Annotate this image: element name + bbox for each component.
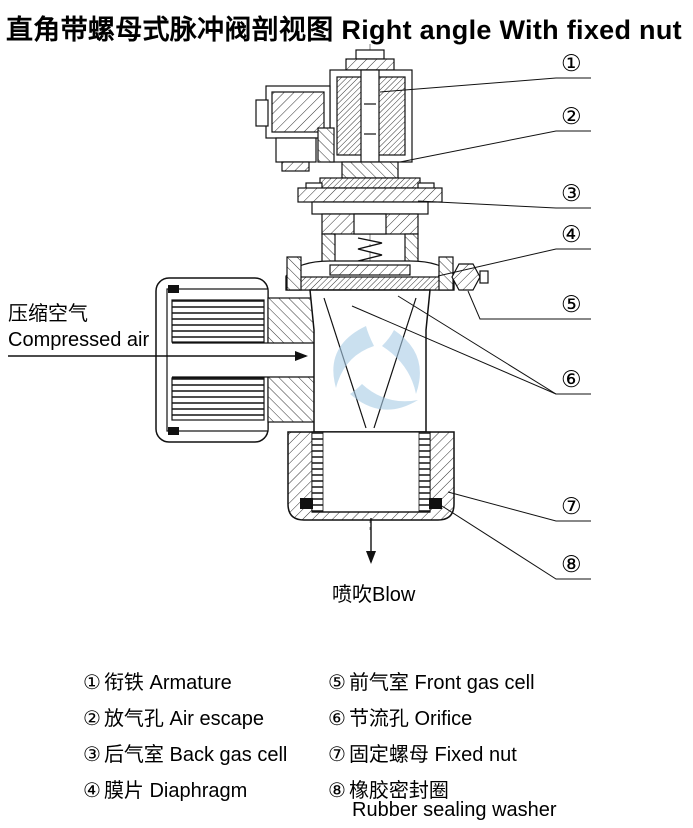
callout-5: ⑤	[561, 291, 582, 317]
legend-text-7: 固定螺母 Fixed nut	[348, 744, 517, 766]
compressed-air-cn: 压缩空气	[8, 303, 88, 325]
callout-3: ③	[561, 180, 582, 206]
callout-2: ②	[561, 103, 582, 129]
callout-6: ⑥	[561, 366, 582, 392]
legend-num-3: ③	[83, 744, 101, 766]
legend-num-7: ⑦	[328, 744, 346, 766]
callout-4: ④	[561, 221, 582, 247]
legend-item-rubber-washer-line2: Rubber sealing washer	[352, 799, 557, 822]
legend-num-1: ①	[83, 672, 101, 694]
legend-num-4: ④	[83, 780, 101, 802]
callout-1: ①	[561, 50, 582, 76]
leader-lines	[351, 77, 591, 580]
legend-text-5: 前气室 Front gas cell	[348, 672, 535, 694]
valve-cross-section	[155, 44, 489, 530]
legend-num-2: ②	[83, 708, 101, 730]
callout-8: ⑧	[561, 551, 582, 577]
compressed-air-label: 压缩空气 Compressed air	[8, 301, 149, 353]
legend-num-6: ⑥	[328, 708, 346, 730]
legend-text-3: 后气室 Back gas cell	[103, 744, 288, 766]
watermark-logo	[333, 326, 420, 410]
legend-text-2: 放气孔 Air escape	[103, 708, 264, 730]
compressed-air-en: Compressed air	[8, 329, 150, 351]
legend-text-8b: Rubber sealing washer	[352, 799, 557, 821]
page-title: 直角带螺母式脉冲阀剖视图 Right angle With fixed nut	[6, 15, 682, 45]
legend-text-4: 膜片 Diaphragm	[103, 780, 248, 802]
blow-label: 喷吹Blow	[332, 584, 416, 606]
legend-text-6: 节流孔 Orifice	[348, 708, 473, 730]
legend-text-8: 橡胶密封圈	[348, 780, 449, 802]
callout-7: ⑦	[561, 493, 582, 519]
legend-text-1: 衔铁 Armature	[103, 672, 232, 694]
legend-num-5: ⑤	[328, 672, 346, 694]
legend-num-8: ⑧	[328, 780, 346, 802]
